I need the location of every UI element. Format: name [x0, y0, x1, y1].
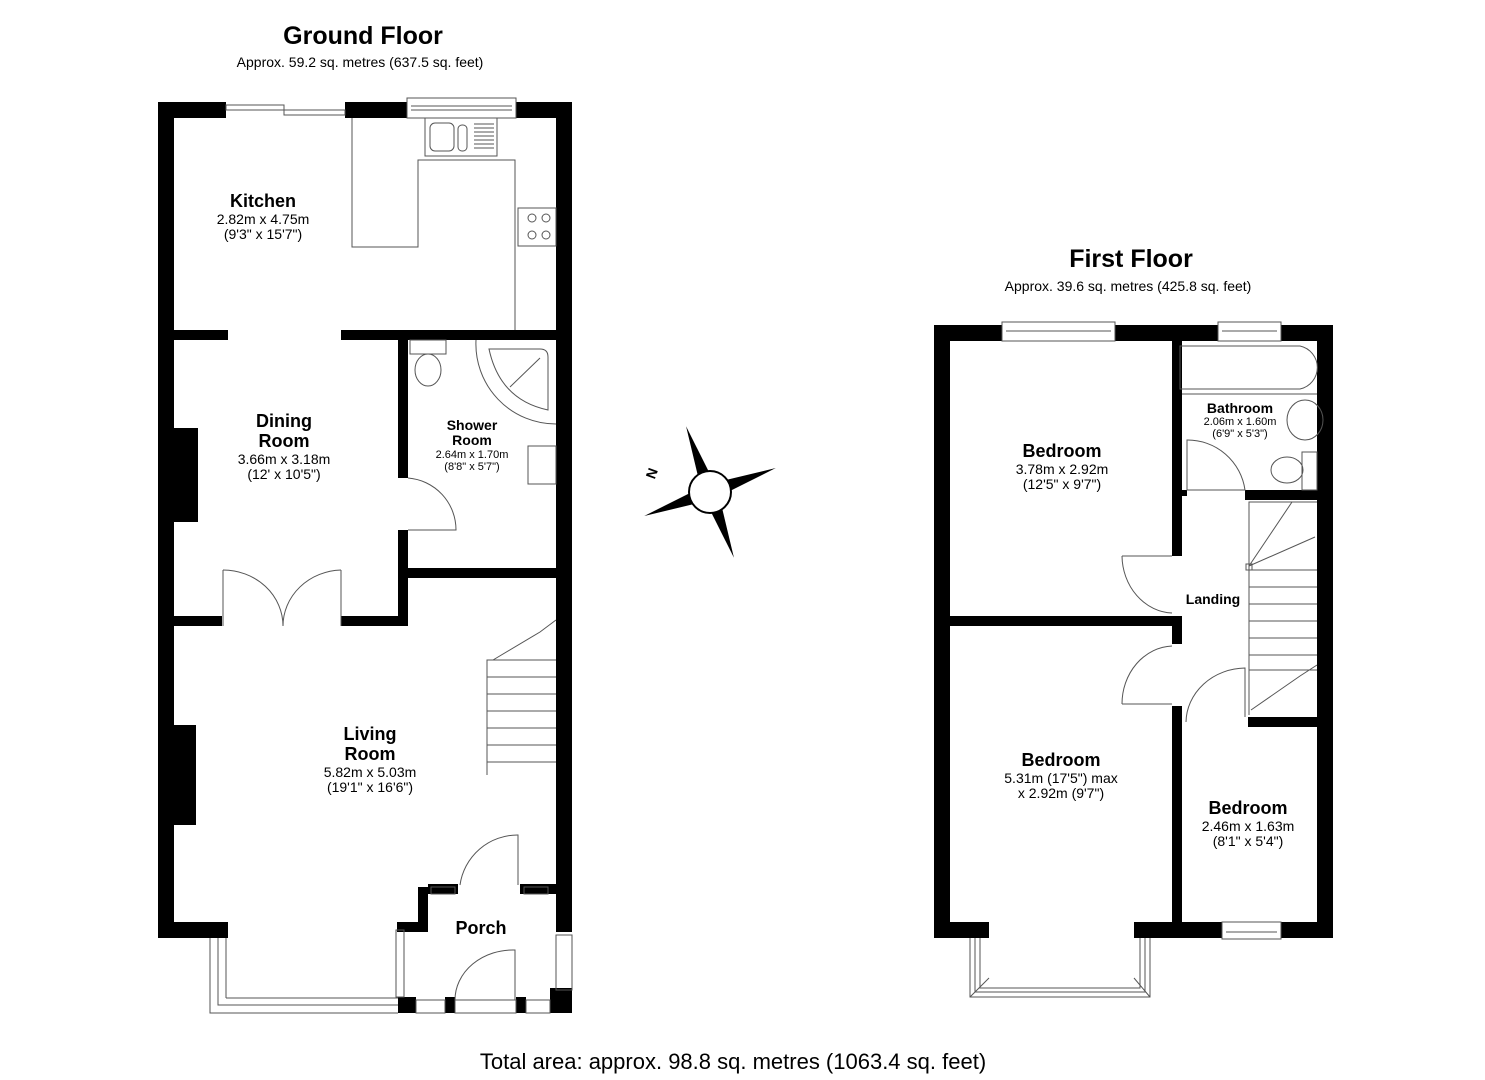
first-floor-fixtures — [969, 321, 1324, 998]
room-label-dining-room: Dining Room 3.66m x 3.18m (12' x 10'5") — [237, 411, 331, 482]
compass-rose-icon — [644, 426, 776, 558]
room-label-landing: Landing — [1185, 591, 1241, 607]
room-label-bedroom-2: Bedroom 5.31m (17'5") max x 2.92m (9'7") — [1004, 750, 1118, 802]
first-floor-area: Approx. 39.6 sq. metres (425.8 sq. feet) — [1004, 278, 1252, 294]
total-area: Total area: approx. 98.8 sq. metres (106… — [479, 1049, 987, 1074]
ground-floor-walls — [158, 102, 572, 1013]
room-label-porch: Porch — [455, 918, 507, 938]
room-label-bedroom-3: Bedroom 2.46m x 1.63m (8'1" x 5'4") — [1201, 798, 1295, 850]
ground-floor-plan — [158, 97, 573, 1014]
ground-floor-fixtures — [209, 97, 573, 1014]
ground-floor-area: Approx. 59.2 sq. metres (637.5 sq. feet) — [236, 54, 484, 70]
ground-floor-title: Ground Floor — [283, 22, 443, 50]
room-label-shower-room: Shower Room 2.64m x 1.70m (8'8" x 5'7") — [435, 417, 509, 473]
room-label-bedroom-1: Bedroom 3.78m x 2.92m (12'5" x 9'7") — [1015, 441, 1109, 493]
first-floor-walls — [934, 325, 1333, 938]
room-label-living-room: Living Room 5.82m x 5.03m (19'1" x 16'6"… — [323, 724, 417, 795]
compass-north-label: N — [642, 466, 660, 481]
first-floor-title: First Floor — [1069, 245, 1193, 273]
room-label-kitchen: Kitchen 2.82m x 4.75m (9'3" x 15'7") — [216, 191, 310, 243]
first-floor-plan — [934, 321, 1333, 998]
room-label-bathroom: Bathroom 2.06m x 1.60m (6'9" x 5'3") — [1203, 400, 1277, 441]
